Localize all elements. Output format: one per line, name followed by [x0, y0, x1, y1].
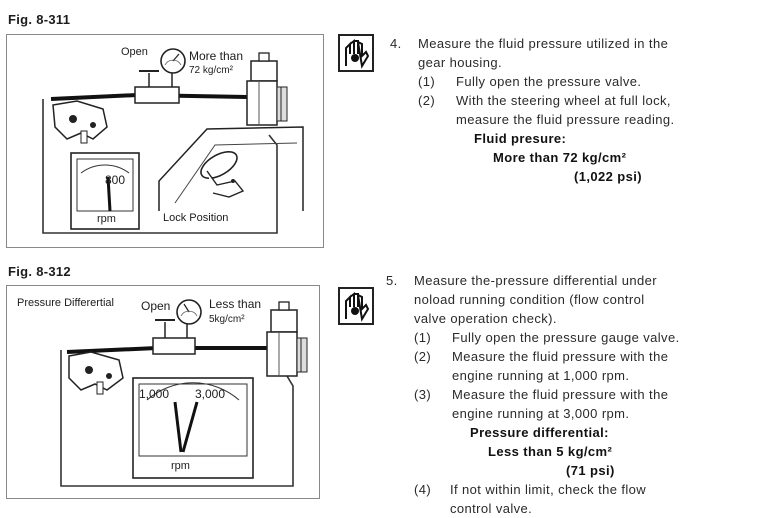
- pressure-valve-icon: [134, 70, 180, 104]
- fig1-lock-label: Lock Position: [163, 212, 229, 224]
- step5-line3: valve operation check).: [414, 311, 557, 326]
- hand-tool-icon: [338, 34, 374, 72]
- step4-sub2-line1: With the steering wheel at full lock,: [456, 93, 671, 108]
- step4-sub2-number: (2): [418, 93, 436, 108]
- step4-number: 4.: [390, 36, 402, 51]
- step5-sub4-line2: control valve.: [450, 501, 533, 516]
- fig2-gauge-low: 1,000: [139, 387, 170, 401]
- tachometer-icon: [132, 377, 254, 479]
- step4-spec-value: More than 72 kg/cm²: [493, 150, 627, 165]
- step5-number: 5.: [386, 273, 398, 288]
- step4-sub2-line2: measure the fluid pressure reading.: [456, 112, 675, 127]
- step5-spec-psi: (71 psi): [566, 463, 615, 478]
- step4-spec-psi: (1,022 psi): [574, 169, 642, 184]
- step5-text: 5. Measure the-pressure differential unde…: [384, 271, 750, 518]
- power-steering-test-diagram-2: [60, 299, 308, 487]
- pump-reservoir-icon: [266, 301, 308, 377]
- fig2-diagram: Pressure Differertial Open Less than 5kg…: [6, 285, 320, 499]
- step4-sub1: Fully open the pressure valve.: [456, 74, 642, 89]
- step4-line1: Measure the fluid pressure utilized in t…: [418, 36, 669, 51]
- fig2-gauge-unit: rpm: [171, 460, 190, 472]
- fig1-gauge-value: 800: [105, 173, 126, 187]
- step5-sub3-line1: Measure the fluid pressure with the: [452, 387, 669, 402]
- step4-spec-title: Fluid presure:: [474, 131, 567, 146]
- step5-sub1-number: (1): [414, 330, 432, 345]
- step5-sub2-number: (2): [414, 349, 432, 364]
- fig1-pressure-label: 72 kg/cm²: [189, 65, 233, 76]
- fig1-gauge-unit: rpm: [97, 213, 116, 225]
- fig2-gauge-high: 3,000: [195, 387, 226, 401]
- pressure-gauge-icon: [176, 299, 202, 325]
- fig1-diagram: Open More than 72 kg/cm² 800 rpm Lock Po…: [6, 34, 324, 248]
- fig2-less-than-label: Less than: [209, 297, 262, 311]
- step5-sub1: Fully open the pressure gauge valve.: [452, 330, 680, 345]
- fig1-open-label: Open: [121, 46, 148, 58]
- step5-sub2-line2: engine running at 1,000 rpm.: [452, 368, 630, 383]
- step5-sub4-line1: If not within limit, check the flow: [450, 482, 647, 497]
- fig2-label: Fig. 8-312: [8, 264, 71, 279]
- fig2-title-label: Pressure Differertial: [17, 297, 114, 309]
- fig2-pressure-label: 5kg/cm²: [209, 314, 245, 325]
- gear-housing-icon: [68, 351, 124, 395]
- step4-line2: gear housing.: [418, 55, 502, 70]
- fig2-open-label: Open: [141, 299, 171, 313]
- step5-spec-title: Pressure differential:: [470, 425, 609, 440]
- step5-sub3-line2: engine running at 3,000 rpm.: [452, 406, 630, 421]
- pressure-valve-icon: [152, 319, 196, 355]
- hand-tool-icon: [338, 287, 374, 325]
- pressure-gauge-icon: [160, 48, 186, 74]
- step5-line2: noload running condition (flow control: [414, 292, 645, 307]
- steering-wheel-icon: [158, 126, 304, 211]
- gear-housing-icon: [52, 100, 108, 144]
- fig1-label: Fig. 8-311: [8, 12, 71, 27]
- step4-text: 4. Measure the fluid pressure utilized in…: [386, 34, 746, 186]
- step5-sub2-line1: Measure the fluid pressure with the: [452, 349, 669, 364]
- step5-sub4-number: (4): [414, 482, 432, 497]
- power-steering-test-diagram-1: [42, 48, 304, 234]
- step5-spec-value: Less than 5 kg/cm²: [488, 444, 613, 459]
- step5-line1: Measure the-pressure differential under: [414, 273, 657, 288]
- pump-reservoir-icon: [246, 52, 288, 126]
- step4-sub1-number: (1): [418, 74, 436, 89]
- step5-sub3-number: (3): [414, 387, 432, 402]
- fig1-more-than-label: More than: [189, 49, 244, 63]
- tachometer-icon: [70, 152, 140, 230]
